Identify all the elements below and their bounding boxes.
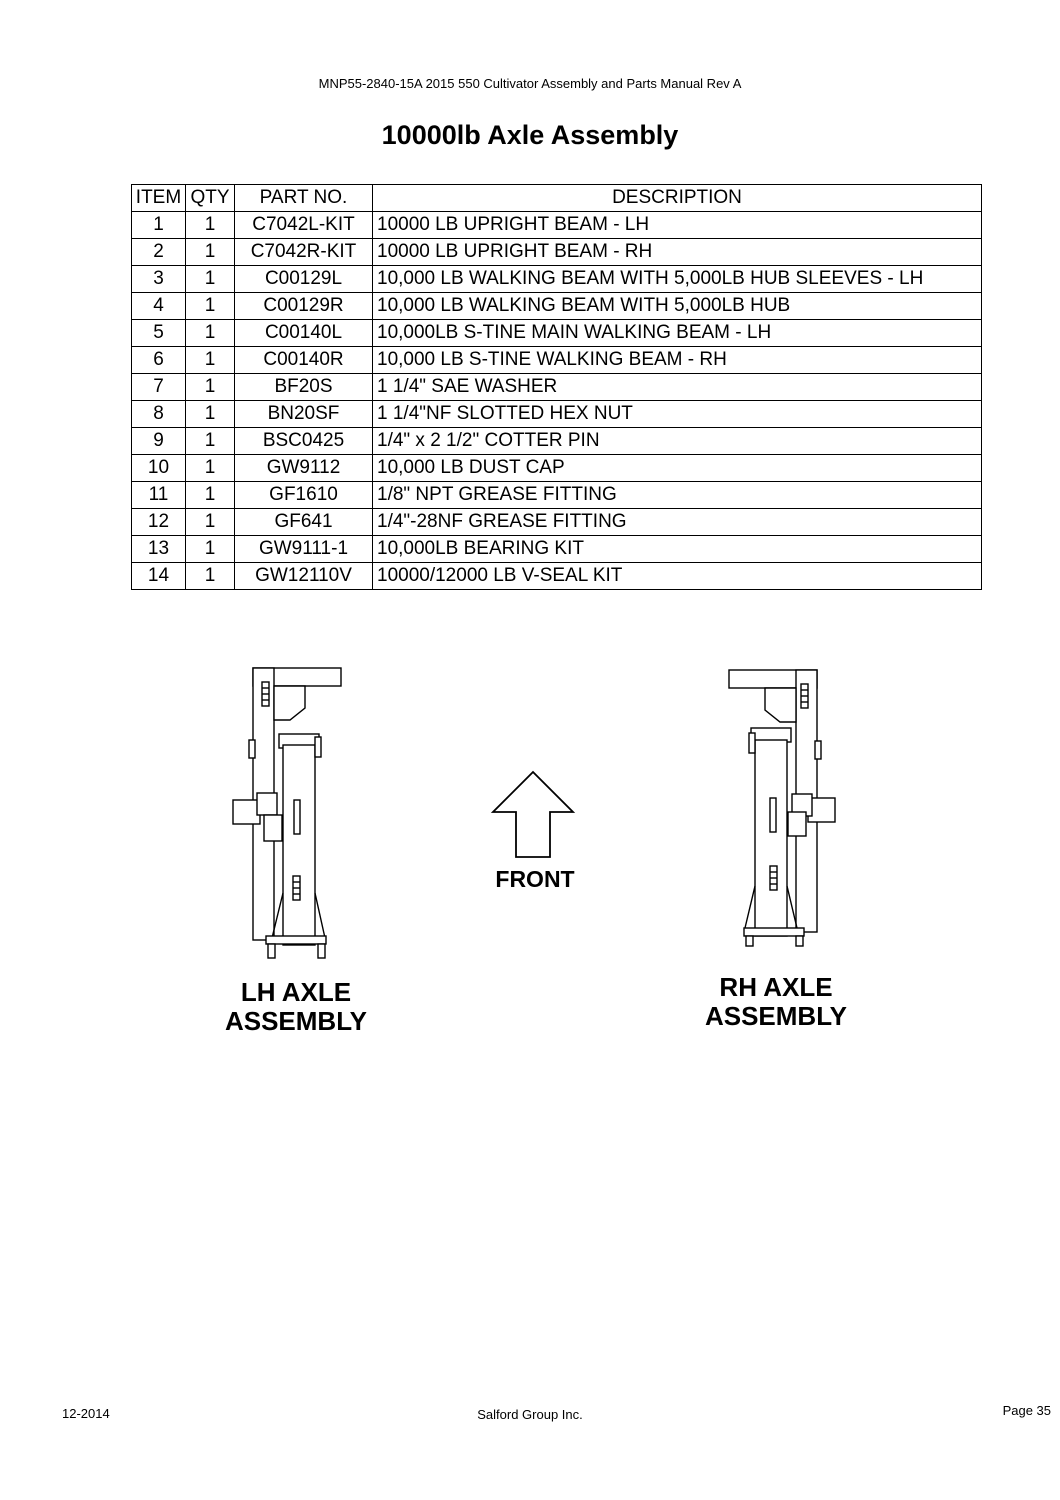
column-header-item: ITEM (131, 184, 186, 212)
manual-header: MNP55-2840-15A 2015 550 Cultivator Assem… (318, 76, 742, 91)
cell-item: 6 (131, 346, 186, 374)
rh-axle-label-line1: RH AXLE (719, 972, 833, 1002)
axle-assembly-drawing (232, 667, 836, 959)
column-header-description: DESCRIPTION (372, 184, 982, 212)
cell-part-no: GW9111-1 (234, 535, 373, 563)
cell-qty: 1 (185, 427, 235, 455)
cell-item: 8 (131, 400, 186, 428)
rh-axle-drawing (728, 669, 836, 947)
cell-qty: 1 (185, 346, 235, 374)
cell-part-no: C7042L-KIT (234, 211, 373, 239)
table-header-row: ITEM QTY PART NO. DESCRIPTION (131, 184, 982, 212)
cell-description: 10,000LB BEARING KIT (372, 535, 982, 563)
cell-qty: 1 (185, 508, 235, 536)
cell-description: 10,000 LB WALKING BEAM WITH 5,000LB HUB (372, 292, 982, 320)
cell-qty: 1 (185, 319, 235, 347)
cell-description: 10000/12000 LB V-SEAL KIT (372, 562, 982, 590)
column-header-qty: QTY (185, 184, 235, 212)
cell-item: 12 (131, 508, 186, 536)
cell-item: 2 (131, 238, 186, 266)
cell-part-no: C00140R (234, 346, 373, 374)
cell-part-no: GF1610 (234, 481, 373, 509)
footer-page-number: Page 35 (1002, 1403, 1051, 1418)
cell-qty: 1 (185, 373, 235, 401)
cell-part-no: BSC0425 (234, 427, 373, 455)
cell-qty: 1 (185, 265, 235, 293)
cell-part-no: C7042R-KIT (234, 238, 373, 266)
cell-description: 10000 LB UPRIGHT BEAM - RH (372, 238, 982, 266)
cell-item: 5 (131, 319, 186, 347)
cell-qty: 1 (185, 535, 235, 563)
lh-axle-label-line1: LH AXLE (240, 977, 352, 1007)
cell-qty: 1 (185, 211, 235, 239)
cell-item: 4 (131, 292, 186, 320)
lh-axle-label-line2: ASSEMBLY (224, 1006, 368, 1036)
lh-axle-drawing (232, 667, 342, 959)
cell-item: 3 (131, 265, 186, 293)
cell-description: 1/4"-28NF GREASE FITTING (372, 508, 982, 536)
lh-axle-label: LH AXLE ASSEMBLY (196, 978, 396, 1036)
cell-qty: 1 (185, 481, 235, 509)
cell-part-no: BN20SF (234, 400, 373, 428)
front-arrow-icon (490, 770, 576, 858)
cell-part-no: GW9112 (234, 454, 373, 482)
cell-description: 10,000 LB S-TINE WALKING BEAM - RH (372, 346, 982, 374)
cell-item: 7 (131, 373, 186, 401)
cell-qty: 1 (185, 454, 235, 482)
page-title: 10000lb Axle Assembly (381, 120, 679, 150)
cell-description: 1/8" NPT GREASE FITTING (372, 481, 982, 509)
rh-axle-label-line2: ASSEMBLY (704, 1001, 848, 1031)
cell-description: 1 1/4" SAE WASHER (372, 373, 982, 401)
cell-item: 11 (131, 481, 186, 509)
cell-part-no: C00129R (234, 292, 373, 320)
cell-part-no: C00140L (234, 319, 373, 347)
cell-part-no: GF641 (234, 508, 373, 536)
cell-item: 10 (131, 454, 186, 482)
front-label: FRONT (495, 866, 575, 892)
cell-item: 14 (131, 562, 186, 590)
cell-qty: 1 (185, 238, 235, 266)
cell-qty: 1 (185, 562, 235, 590)
cell-description: 10,000LB S-TINE MAIN WALKING BEAM - LH (372, 319, 982, 347)
cell-qty: 1 (185, 400, 235, 428)
cell-part-no: GW12110V (234, 562, 373, 590)
cell-part-no: C00129L (234, 265, 373, 293)
cell-part-no: BF20S (234, 373, 373, 401)
footer-company: Salford Group Inc. (477, 1407, 583, 1422)
cell-description: 1 1/4"NF SLOTTED HEX NUT (372, 400, 982, 428)
cell-description: 10,000 LB WALKING BEAM WITH 5,000LB HUB … (372, 265, 982, 293)
cell-item: 9 (131, 427, 186, 455)
cell-description: 10000 LB UPRIGHT BEAM - LH (372, 211, 982, 239)
cell-item: 1 (131, 211, 186, 239)
rh-axle-label: RH AXLE ASSEMBLY (676, 973, 876, 1031)
footer-date: 12-2014 (62, 1406, 110, 1421)
cell-description: 1/4" x 2 1/2" COTTER PIN (372, 427, 982, 455)
cell-item: 13 (131, 535, 186, 563)
cell-qty: 1 (185, 292, 235, 320)
cell-description: 10,000 LB DUST CAP (372, 454, 982, 482)
column-header-part-no: PART NO. (234, 184, 373, 212)
